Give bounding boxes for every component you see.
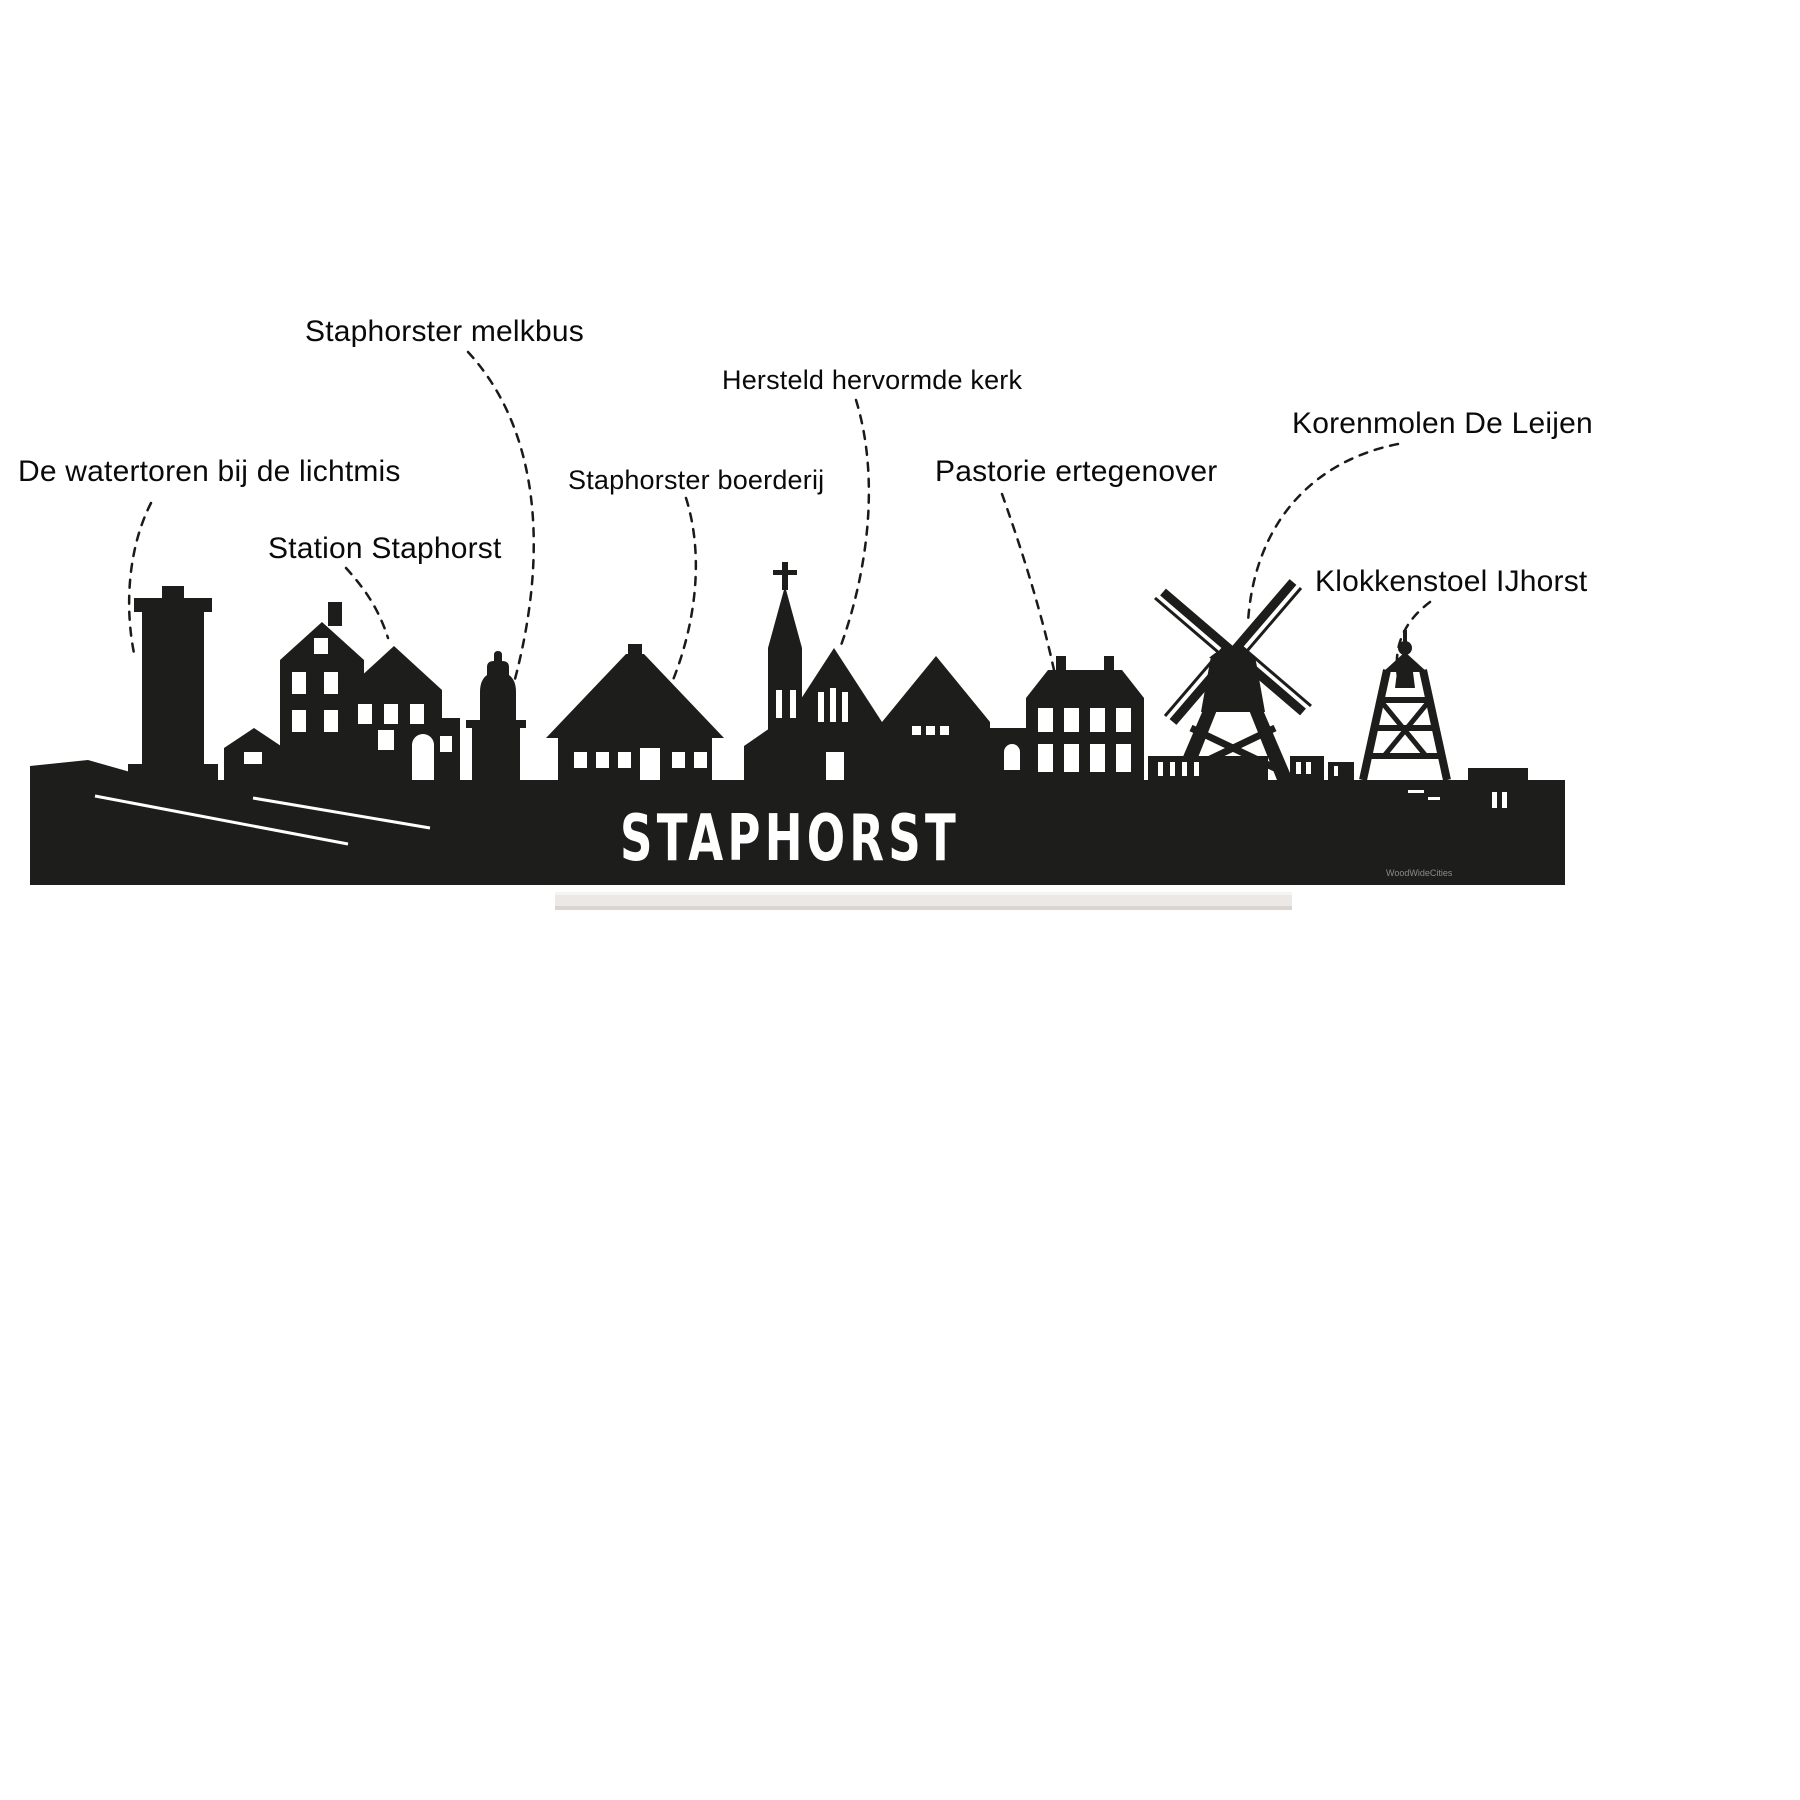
window-cutout — [842, 692, 848, 722]
window-cutout — [1116, 708, 1131, 732]
water-tower-silhouette — [128, 586, 218, 780]
window-cutout — [292, 710, 306, 732]
window-cutout — [378, 730, 394, 750]
windmill-sail — [1160, 588, 1236, 656]
fence-slit — [1170, 762, 1175, 776]
window-cutout — [790, 690, 796, 718]
bell-tower-silhouette — [1359, 630, 1451, 781]
window-cutout — [1064, 744, 1079, 772]
window-cutout — [1090, 744, 1105, 772]
windmill-sail — [1229, 579, 1297, 655]
window-cutout — [1038, 744, 1053, 772]
fence-slit — [1306, 762, 1311, 774]
window-cutout — [574, 752, 587, 768]
fence-slit — [1334, 766, 1338, 776]
window-cutout — [596, 752, 609, 768]
window-cutout — [358, 704, 372, 724]
window-cutout — [618, 752, 631, 768]
window-cutout — [324, 710, 338, 732]
window-cutout — [830, 688, 836, 722]
finial-ball — [1398, 641, 1412, 655]
label-staphorster-boerderij: Staphorster boerderij — [568, 465, 825, 495]
window-cutout — [776, 690, 782, 718]
window-cutout — [818, 692, 824, 722]
label-station-staphorst: Station Staphorst — [268, 532, 502, 565]
fence-slit — [1182, 762, 1187, 776]
window-cutout — [1038, 708, 1053, 732]
window-cutout — [1064, 708, 1079, 732]
trestle-leg — [1249, 710, 1293, 780]
fence-slit — [1502, 792, 1507, 808]
door-cutout — [1004, 744, 1020, 770]
road-dash — [1408, 790, 1424, 793]
door-cutout — [412, 734, 434, 780]
church-silhouette — [744, 562, 882, 780]
window-cutout — [1090, 708, 1105, 732]
window-cutout — [244, 752, 262, 764]
cutout-details: STAPHORST WoodWideCities — [94, 638, 1507, 878]
fence-slit — [1194, 762, 1199, 776]
cross-icon — [782, 562, 788, 590]
display-stand — [555, 892, 1292, 910]
door-cutout — [826, 752, 844, 780]
label-hersteld-hervormde-kerk: Hersteld hervormde kerk — [722, 365, 1023, 395]
road-dash — [1428, 797, 1440, 800]
window-cutout — [384, 704, 398, 724]
label-pastorie-ertegenover: Pastorie ertegenover — [935, 455, 1218, 488]
milk-can-monument-silhouette — [466, 651, 526, 780]
window-cutout — [324, 672, 338, 694]
pedestal — [472, 726, 520, 780]
window-cutout — [926, 726, 935, 735]
fence-slit — [1492, 792, 1497, 808]
window-cutout — [672, 752, 685, 768]
label-korenmolen-de-leijen: Korenmolen De Leijen — [1292, 407, 1593, 440]
road-line — [252, 796, 431, 830]
window-cutout — [940, 726, 949, 735]
window-cutout — [912, 726, 921, 735]
window-cutout — [292, 672, 306, 694]
low-buildings-silhouette — [1290, 756, 1528, 780]
window-cutout — [410, 704, 424, 724]
windmill-silhouette — [1154, 579, 1312, 780]
road-line — [94, 794, 349, 846]
door-cutout — [640, 748, 660, 780]
label-staphorster-melkbus: Staphorster melkbus — [305, 315, 584, 348]
label-watertoren-lichtmis: De watertoren bij de lichtmis — [18, 455, 401, 488]
window-cutout — [440, 736, 452, 752]
fence-slit — [1158, 762, 1163, 776]
fence-slit — [1296, 762, 1301, 774]
watermark: WoodWideCities — [1386, 868, 1453, 878]
window-cutout — [1116, 744, 1131, 772]
staphorst-skyline-silhouette: STAPHORST WoodWideCities — [30, 562, 1565, 910]
window-cutout — [694, 752, 707, 768]
bell — [1395, 672, 1415, 688]
window-cutout — [314, 638, 328, 654]
city-name-cutout: STAPHORST — [620, 802, 960, 876]
milk-can — [480, 651, 516, 722]
